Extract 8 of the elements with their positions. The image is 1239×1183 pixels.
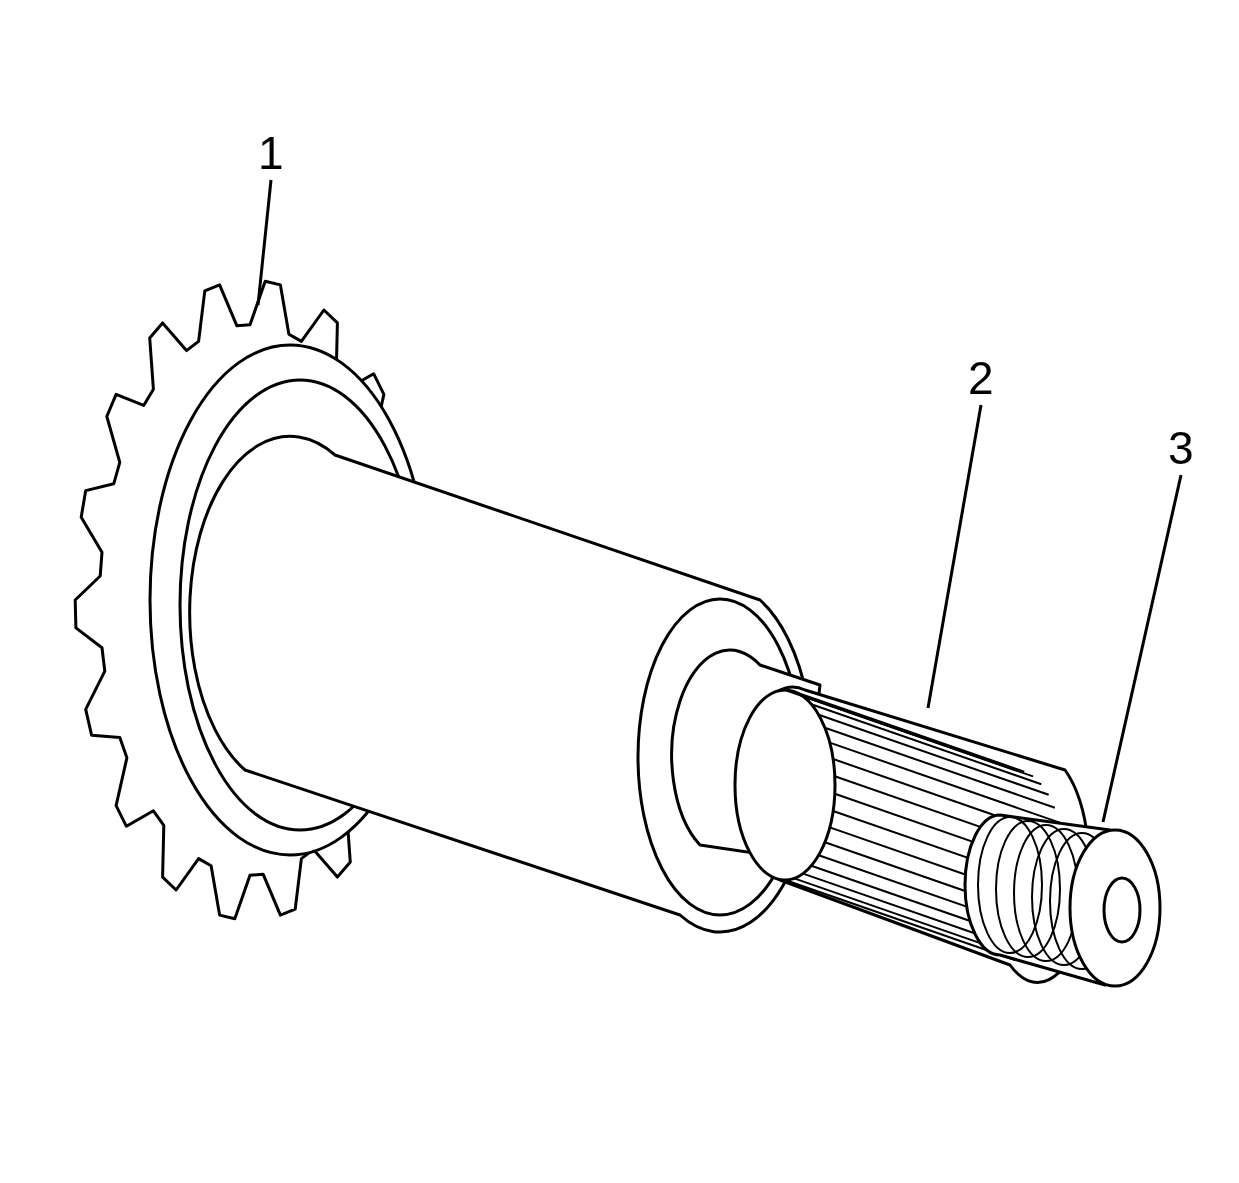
leader-line: [926, 404, 983, 709]
callout-number: 2: [968, 355, 994, 401]
leader-line: [1101, 474, 1183, 823]
pinion-gear-drawing: [73, 279, 822, 934]
threaded-end-drawing: [963, 813, 1162, 988]
leader-line: [256, 179, 273, 306]
callout-number: 3: [1168, 425, 1194, 471]
callout-number: 1: [258, 130, 284, 176]
